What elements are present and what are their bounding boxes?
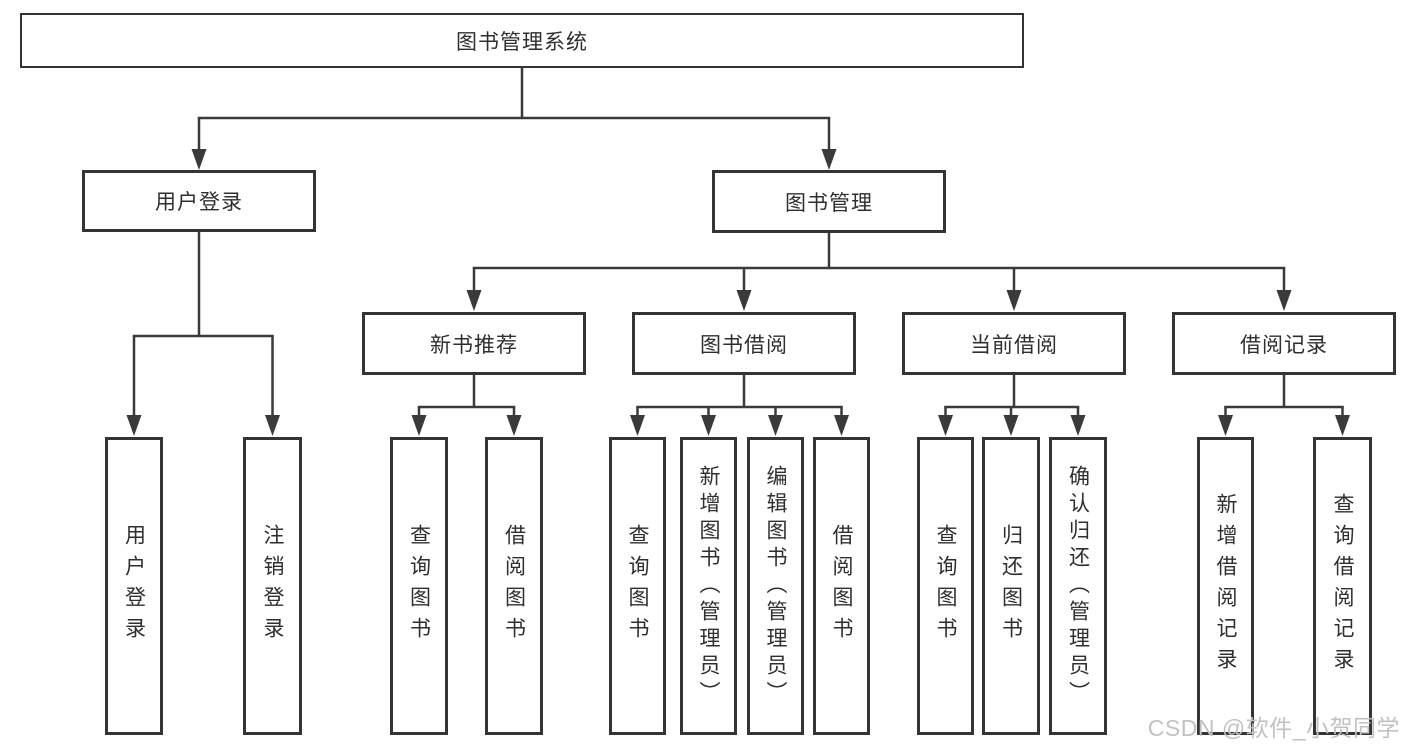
connector-book-borrow-to-leaves [630,375,849,436]
leaf-newrec-query-books: 查询图书 [390,437,448,735]
connector-current-borrow-to-leaves [938,375,1086,436]
node-root-label: 图书管理系统 [456,30,588,54]
leaf-borrow-add-books-admin: 新增图书（管理员） [680,437,737,735]
leaf-current-query-books-label: 查询图书 [934,524,957,648]
leaf-records-add-record-label: 新增借阅记录 [1214,493,1237,679]
node-borrow-records-label: 借阅记录 [1240,333,1328,357]
node-user-login: 用户登录 [82,170,316,232]
leaf-records-query-record: 查询借阅记录 [1313,437,1372,735]
csdn-watermark: CSDN @软件_小贺同学 [1147,715,1400,741]
connector-new-book-recommend-to-leaves [411,375,522,436]
leaf-current-return-books-label: 归还图书 [999,524,1023,648]
node-new-book-recommend: 新书推荐 [362,312,586,375]
leaf-current-return-books: 归还图书 [982,437,1040,735]
node-borrow-records: 借阅记录 [1172,312,1396,375]
node-current-borrow-label: 当前借阅 [970,333,1058,357]
node-user-login-label: 用户登录 [155,191,243,214]
leaf-borrow-query-books-label: 查询图书 [626,524,649,648]
connector-root-to-level2 [191,67,837,170]
leaf-user-login-label: 用户登录 [122,524,146,648]
leaf-current-confirm-return-admin: 确认归还（管理员） [1049,437,1107,735]
connector-borrow-records-to-leaves [1218,375,1350,436]
leaf-newrec-borrow-books: 借阅图书 [485,437,543,735]
leaf-borrow-edit-books-admin: 编辑图书（管理员） [747,437,804,735]
leaf-borrow-borrow-books: 借阅图书 [813,437,870,735]
leaf-newrec-query-books-label: 查询图书 [407,524,431,648]
node-root: 图书管理系统 [20,13,1024,68]
leaf-borrow-borrow-books-label: 借阅图书 [830,524,853,648]
leaf-current-confirm-return-admin-label: 确认归还（管理员） [1066,464,1090,708]
leaf-logout-label: 注销登录 [261,524,284,648]
leaf-borrow-add-books-admin-label: 新增图书（管理员） [697,464,720,708]
leaf-newrec-borrow-books-label: 借阅图书 [502,524,526,648]
node-book-borrow-label: 图书借阅 [700,333,788,357]
connector-user-login-to-leaves [126,232,280,436]
leaf-records-query-record-label: 查询借阅记录 [1331,493,1354,679]
leaf-records-add-record: 新增借阅记录 [1197,437,1254,735]
node-new-book-recommend-label: 新书推荐 [430,333,518,357]
leaf-borrow-query-books: 查询图书 [609,437,666,735]
node-current-borrow: 当前借阅 [902,312,1126,375]
node-book-management: 图书管理 [712,170,946,233]
connector-book-management-to-level3 [466,233,1292,311]
leaf-current-query-books: 查询图书 [917,437,974,735]
node-book-management-label: 图书管理 [785,191,873,215]
leaf-logout: 注销登录 [243,437,302,735]
leaf-borrow-edit-books-admin-label: 编辑图书（管理员） [764,464,787,708]
leaf-user-login: 用户登录 [105,437,163,735]
node-book-borrow: 图书借阅 [632,312,856,375]
